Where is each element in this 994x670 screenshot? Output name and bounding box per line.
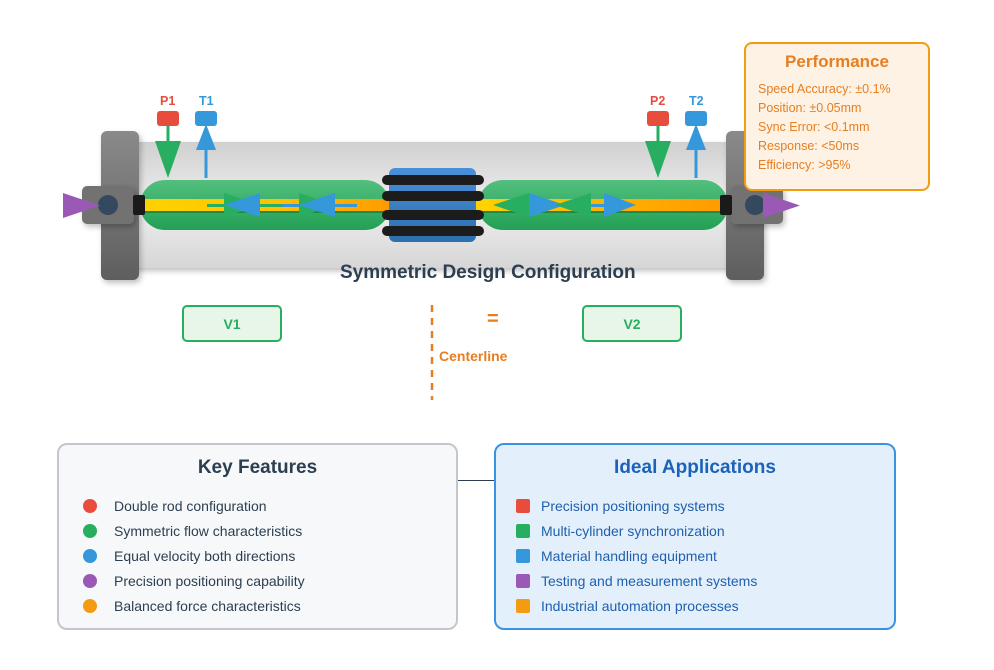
ideal-applications-title: Ideal Applications (614, 457, 776, 478)
performance-sync-error: Sync Error: <0.1mm (758, 120, 870, 134)
application-item: Precision positioning systems (516, 493, 874, 518)
performance-panel: Performance Speed Accuracy: ±0.1% Positi… (744, 42, 930, 191)
velocity-v2-box: V2 (582, 305, 682, 342)
right-flow-arrows (493, 193, 636, 217)
port-p1 (155, 111, 181, 178)
arrow-down-icon-p1 (155, 141, 181, 178)
features-applications-connector (458, 480, 494, 481)
bullet-square-icon (516, 523, 530, 538)
port-p2 (645, 111, 671, 178)
port-flow-stem-t1 (204, 145, 208, 178)
port-marker-t1 (195, 111, 217, 126)
application-item-label: Testing and measurement systems (541, 572, 758, 589)
application-item: Multi-cylinder synchronization (516, 518, 874, 543)
port-label-p2: P2 (650, 94, 666, 108)
right-force-arrow-icon (763, 193, 800, 218)
application-item: Testing and measurement systems (516, 568, 874, 593)
left-rod-pin (98, 195, 118, 215)
bullet-dot-icon (83, 598, 97, 613)
feature-item: Precision positioning capability (79, 568, 436, 593)
port-flow-stem-p1 (166, 126, 170, 144)
port-marker-p2 (647, 111, 669, 126)
right-rod-tip (474, 199, 490, 211)
bullet-square-icon (516, 598, 530, 613)
performance-response: Response: <50ms (758, 139, 860, 153)
arrow-up-icon-t1 (196, 124, 216, 150)
port-marker-t2 (685, 111, 707, 126)
piston (389, 168, 476, 242)
key-features-title: Key Features (197, 457, 318, 478)
feature-item-label: Double rod configuration (114, 497, 267, 514)
feature-item: Double rod configuration (79, 493, 436, 518)
bullet-square-icon (516, 548, 530, 563)
equals-sign: = (487, 308, 499, 330)
feature-item-label: Precision positioning capability (114, 572, 305, 589)
cylinder-diagram (63, 111, 800, 400)
performance-position: Position: ±0.05mm (758, 101, 862, 115)
feature-item: Symmetric flow characteristics (79, 518, 436, 543)
performance-title: Performance (785, 52, 889, 71)
left-rod-edge (140, 211, 390, 213)
application-item-label: Material handling equipment (541, 547, 717, 564)
bullet-square-icon (516, 573, 530, 588)
arrow-down-icon-p2 (645, 141, 671, 178)
port-marker-p1 (157, 111, 179, 126)
diagram-title: Symmetric Design Configuration (340, 262, 636, 283)
performance-speed-accuracy: Speed Accuracy: ±0.1% (758, 82, 891, 96)
port-flow-stem-p2 (656, 126, 660, 144)
port-flow-stem-t2 (694, 145, 698, 178)
feature-item: Equal velocity both directions (79, 543, 436, 568)
application-item-label: Precision positioning systems (541, 497, 725, 514)
port-t1 (195, 111, 217, 178)
v1-label: V1 (223, 315, 241, 332)
left-force-arrow-icon (63, 193, 100, 218)
left-rod-seal (133, 195, 145, 215)
right-rod-edge (478, 211, 726, 213)
velocity-v1-box: V1 (182, 305, 282, 342)
feature-item-label: Equal velocity both directions (114, 547, 296, 564)
ideal-applications-card: Ideal Applications Precision positioning… (494, 443, 896, 630)
right-rod-pin (745, 195, 765, 215)
feature-item-label: Balanced force characteristics (114, 597, 301, 614)
piston-seals (382, 175, 484, 236)
feature-item-label: Symmetric flow characteristics (114, 522, 303, 539)
bullet-dot-icon (83, 523, 97, 538)
bullet-dot-icon (83, 573, 97, 588)
port-t2 (685, 111, 707, 178)
right-rod-seal (720, 195, 732, 215)
arrow-up-icon-t2 (686, 124, 706, 150)
application-item-label: Industrial automation processes (541, 597, 739, 614)
port-label-t2: T2 (689, 94, 704, 108)
left-flow-arrows (207, 193, 357, 217)
port-label-p1: P1 (160, 94, 176, 108)
application-item: Industrial automation processes (516, 593, 874, 618)
port-label-t1: T1 (199, 94, 214, 108)
application-item-label: Multi-cylinder synchronization (541, 522, 725, 539)
bullet-dot-icon (83, 498, 97, 513)
application-item: Material handling equipment (516, 543, 874, 568)
centerline-label: Centerline (439, 348, 508, 364)
v2-label: V2 (623, 315, 641, 332)
performance-efficiency: Efficiency: >95% (758, 158, 851, 172)
bullet-dot-icon (83, 548, 97, 563)
bullet-square-icon (516, 498, 530, 513)
feature-item: Balanced force characteristics (79, 593, 436, 618)
ports (155, 111, 707, 178)
